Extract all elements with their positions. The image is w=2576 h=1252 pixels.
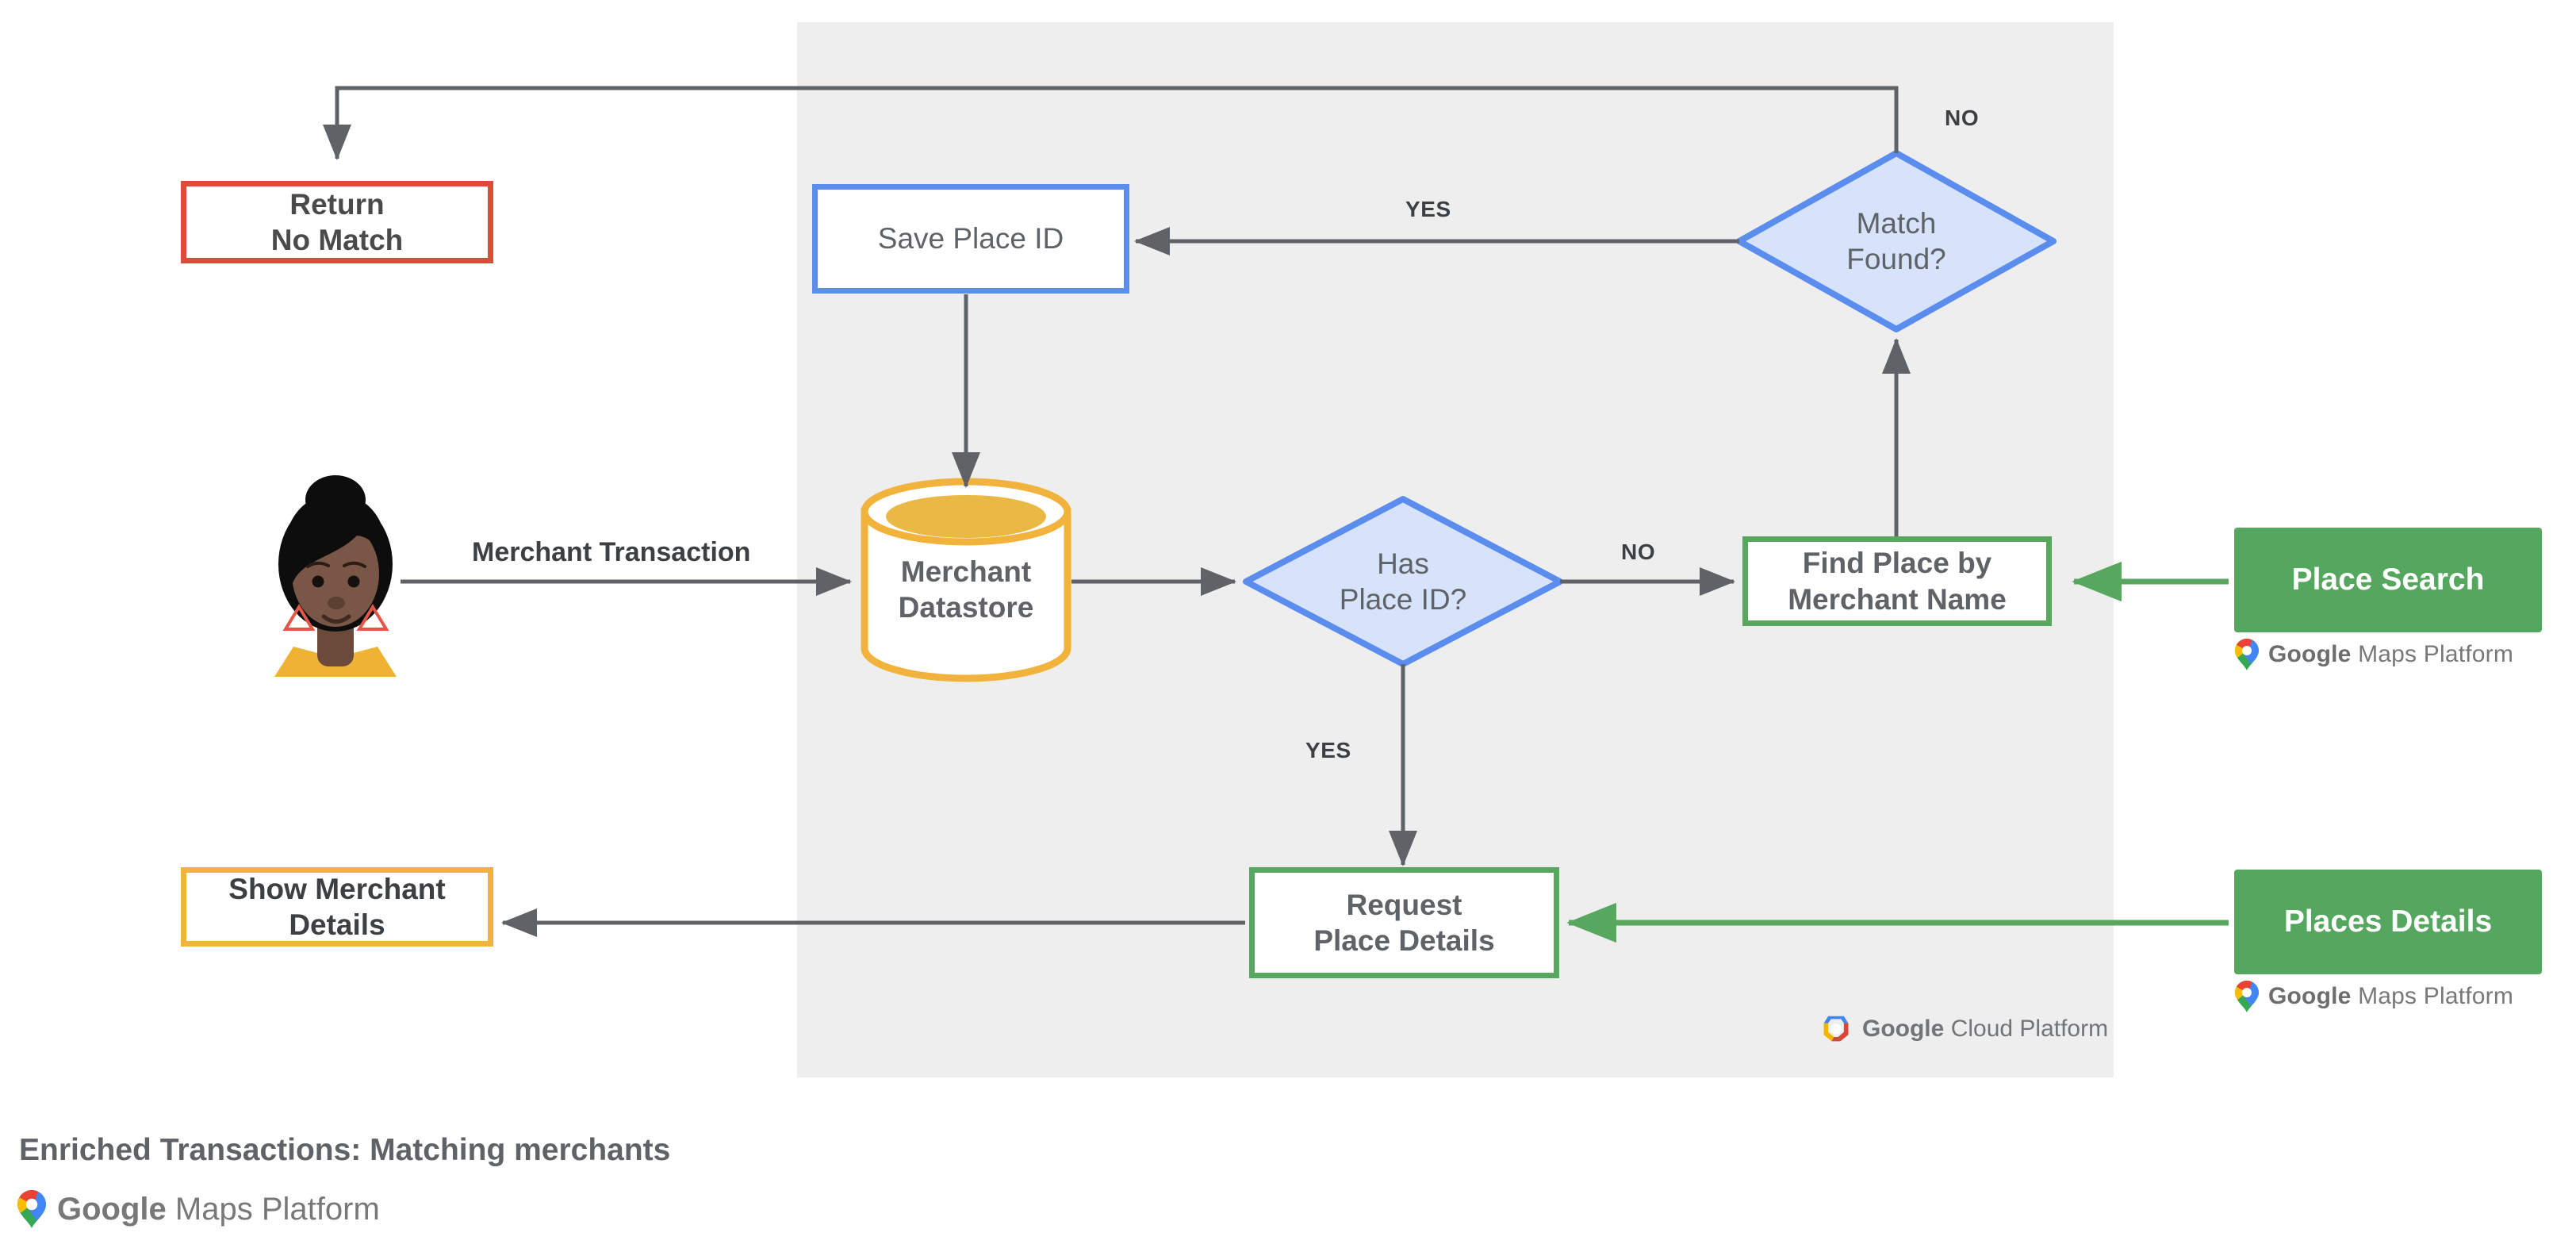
node-show-merchant-details[interactable]: Show Merchant Details bbox=[181, 867, 493, 947]
node-place-search[interactable]: Place Search bbox=[2234, 528, 2542, 632]
edge-label-merchant-transaction: Merchant Transaction bbox=[472, 537, 751, 567]
maps-lockup-product: Maps Platform bbox=[2358, 641, 2514, 667]
maps-lockup-brand: Google bbox=[2268, 641, 2352, 667]
show-merchant-line2: Details bbox=[289, 908, 385, 941]
match-found-line2: Found? bbox=[1846, 243, 1946, 275]
cloud-lockup-brand: Google bbox=[1862, 1016, 1945, 1042]
node-merchant-datastore-label[interactable]: Merchant Datastore bbox=[849, 547, 1083, 632]
return-no-match-line2: No Match bbox=[270, 224, 404, 256]
cloud-platform-lockup: Google Cloud Platform bbox=[1820, 1014, 2108, 1044]
node-save-place-id[interactable]: Save Place ID bbox=[812, 184, 1129, 294]
has-place-id-line1: Has bbox=[1377, 547, 1429, 580]
footer-lockup-product: Maps Platform bbox=[174, 1191, 380, 1227]
node-find-place-by-merchant-name[interactable]: Find Place by Merchant Name bbox=[1742, 536, 2052, 626]
request-details-line2: Place Details bbox=[1313, 924, 1495, 957]
match-found-diamond bbox=[1736, 150, 2057, 332]
request-details-line1: Request bbox=[1346, 888, 1462, 921]
places-details-label: Places Details bbox=[2283, 904, 2493, 939]
edge-label-no-has-place-id: NO bbox=[1621, 540, 1656, 564]
save-place-id-label: Save Place ID bbox=[877, 222, 1064, 255]
maps-pin-icon bbox=[2235, 981, 2259, 1012]
node-match-found-label[interactable]: Match Found? bbox=[1779, 200, 2014, 282]
maps-platform-lockup-place-search: Google Maps Platform bbox=[2235, 639, 2513, 670]
maps-lockup-brand: Google bbox=[2268, 983, 2352, 1009]
return-no-match-line1: Return bbox=[289, 187, 385, 221]
user-avatar bbox=[274, 475, 397, 677]
node-has-place-id-label[interactable]: Has Place ID? bbox=[1286, 540, 1520, 623]
cloud-platform-hexagon-icon bbox=[1823, 1016, 1849, 1042]
node-places-details[interactable]: Places Details bbox=[2234, 870, 2542, 974]
match-found-line1: Match bbox=[1856, 206, 1937, 240]
merchant-datastore-line1: Merchant bbox=[900, 555, 1032, 588]
edge-label-yes-has-place-id: YES bbox=[1305, 738, 1351, 762]
edge-no-return bbox=[323, 86, 1899, 160]
maps-lockup-product: Maps Platform bbox=[2358, 983, 2514, 1009]
footer-maps-platform-lockup: Google Maps Platform bbox=[17, 1190, 380, 1228]
node-return-no-match[interactable]: Return No Match bbox=[181, 181, 493, 263]
footer-lockup-brand: Google bbox=[57, 1191, 167, 1227]
place-search-label: Place Search bbox=[2291, 563, 2485, 597]
show-merchant-line1: Show Merchant bbox=[228, 872, 446, 905]
diagram-caption: Enriched Transactions: Matching merchant… bbox=[19, 1133, 671, 1167]
cloud-lockup-product: Cloud Platform bbox=[1950, 1016, 2109, 1042]
find-place-line1: Find Place by bbox=[1802, 547, 1992, 580]
find-place-line2: Merchant Name bbox=[1788, 582, 2007, 616]
maps-pin-icon bbox=[17, 1190, 46, 1228]
edge-label-no-top: NO bbox=[1945, 106, 1980, 130]
maps-platform-lockup-places-details: Google Maps Platform bbox=[2235, 981, 2513, 1012]
edge-label-yes-match: YES bbox=[1405, 197, 1451, 221]
has-place-id-line2: Place ID? bbox=[1339, 583, 1467, 616]
maps-pin-icon bbox=[2235, 639, 2259, 670]
merchant-datastore-line2: Datastore bbox=[898, 591, 1034, 624]
node-request-place-details[interactable]: Request Place Details bbox=[1249, 867, 1559, 978]
